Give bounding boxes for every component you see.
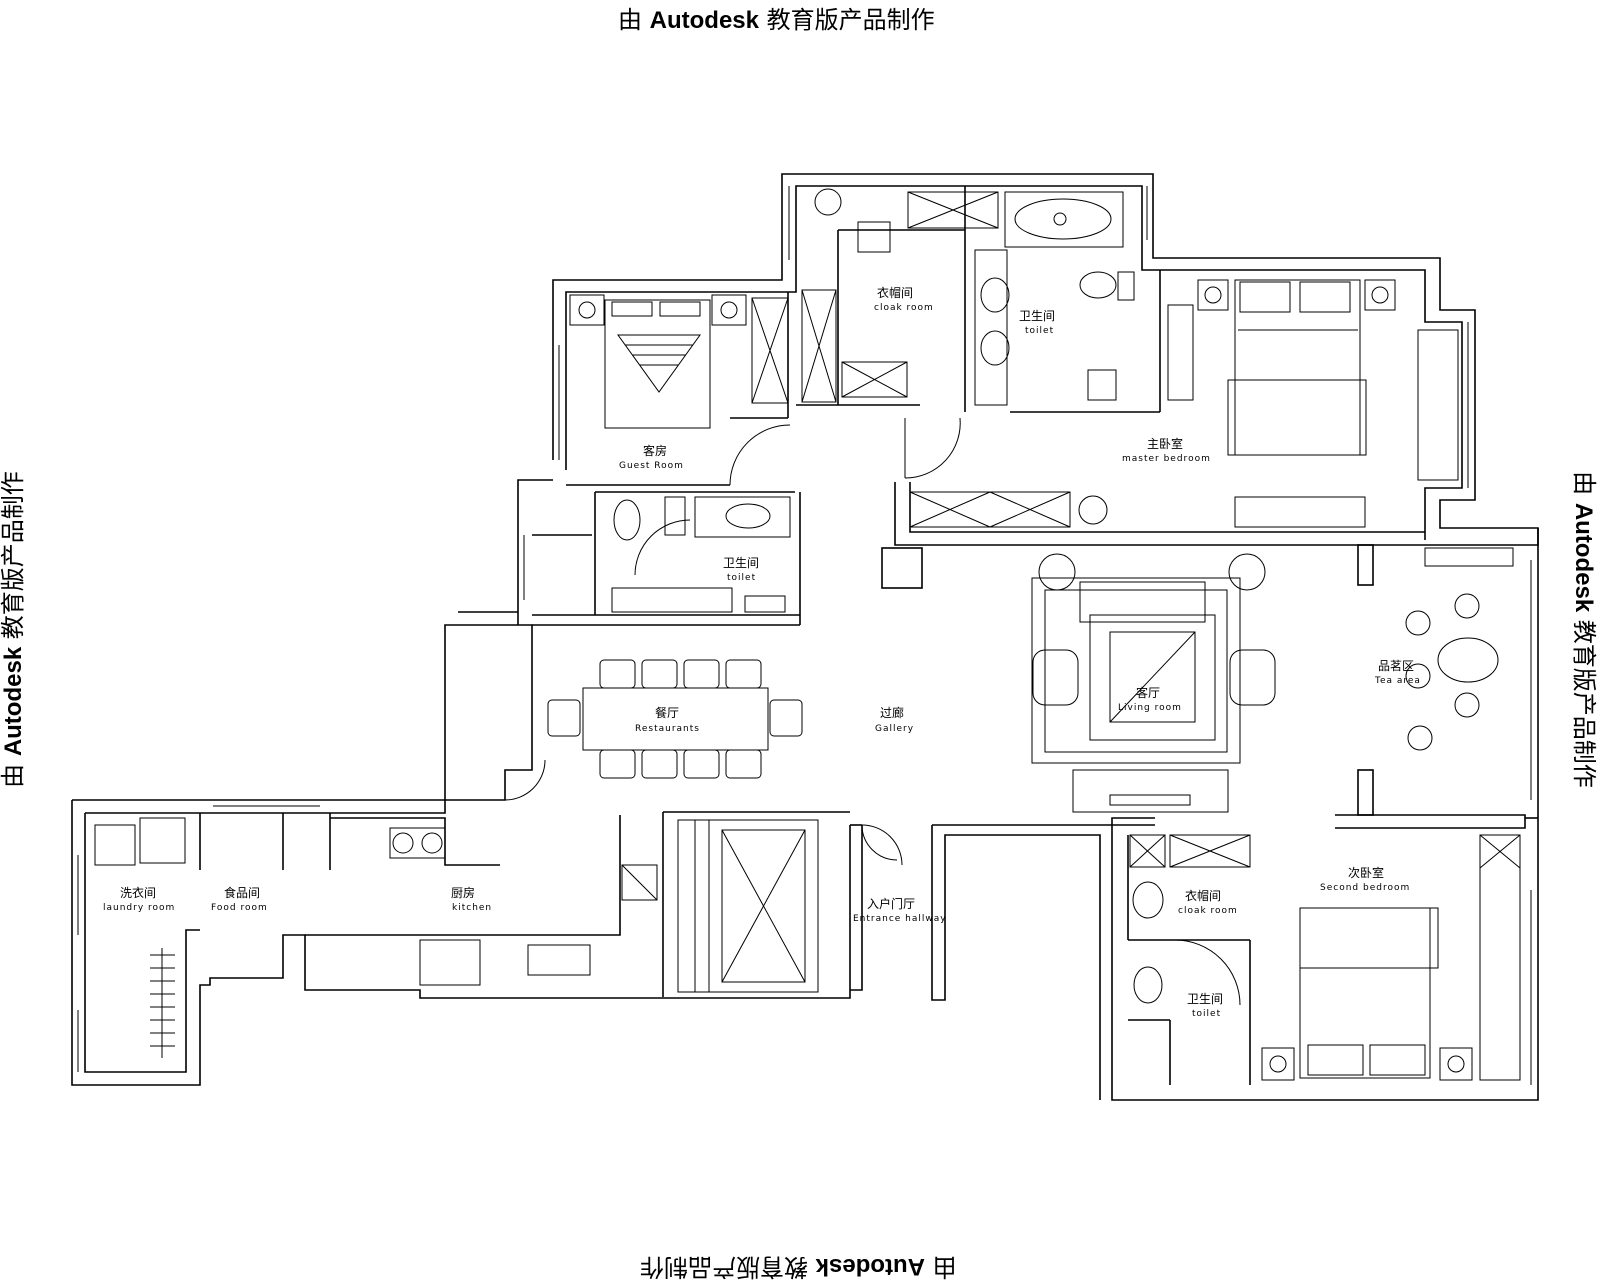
label-master-bedroom-en: master bedroom xyxy=(1122,454,1211,464)
label-food-room-zh: 食品间 xyxy=(224,885,260,900)
label-entrance-zh: 入户门厅 xyxy=(867,896,915,911)
label-living-room-en: Living room xyxy=(1118,703,1182,713)
outer-walls xyxy=(71,173,1539,1101)
label-kitchen-en: kitchen xyxy=(452,903,492,913)
label-cloakroom-master-en: cloak room xyxy=(874,303,934,313)
label-tea-area-zh: 品茗区 xyxy=(1378,659,1414,673)
label-cloakroom-second-en: cloak room xyxy=(1178,906,1238,916)
label-cloakroom-master-zh: 衣帽间 xyxy=(877,285,913,300)
watermark-top: 由 Autodesk 教育版产品制作 xyxy=(618,0,935,35)
label-cloakroom-second-zh: 衣帽间 xyxy=(1185,888,1221,903)
label-tea-area-en: Tea area xyxy=(1374,676,1421,686)
label-food-room-en: Food room xyxy=(211,903,268,913)
label-second-bedroom-zh: 次卧室 xyxy=(1348,865,1384,880)
label-toilet-master-zh: 卫生间 xyxy=(1019,309,1055,323)
windows xyxy=(77,186,1532,1085)
label-laundry-en: laundry room xyxy=(103,903,175,913)
label-toilet-second-zh: 卫生间 xyxy=(1187,992,1223,1006)
label-gallery-en: Gallery xyxy=(875,724,914,734)
interior-walls xyxy=(199,186,1539,1085)
watermark-brand: Autodesk xyxy=(649,7,759,34)
label-dining-zh: 餐厅 xyxy=(655,705,679,720)
label-entrance-en: Entrance hallway xyxy=(853,914,947,924)
label-guest-room-en: Guest Room xyxy=(619,461,684,471)
label-toilet-second-en: toilet xyxy=(1192,1009,1221,1019)
doors xyxy=(504,417,1241,1006)
label-living-room-zh: 客厅 xyxy=(1136,685,1160,700)
label-dining-en: Restaurants xyxy=(635,724,700,734)
label-laundry-zh: 洗衣间 xyxy=(120,885,156,900)
label-toilet-guest-en: toilet xyxy=(727,573,756,583)
label-master-bedroom-zh: 主卧室 xyxy=(1147,436,1183,451)
watermark-suffix: 教育版产品制作 xyxy=(759,6,935,34)
label-gallery-zh: 过廊 xyxy=(880,705,904,720)
room-labels: 衣帽间 cloak room 卫生间 toilet 客房 Guest Room … xyxy=(103,285,1421,1019)
label-guest-room-zh: 客房 xyxy=(643,443,667,458)
watermark-prefix: 由 xyxy=(618,6,650,34)
label-second-bedroom-en: Second bedroom xyxy=(1320,883,1410,893)
label-toilet-guest-zh: 卫生间 xyxy=(723,556,759,570)
label-toilet-master-en: toilet xyxy=(1025,326,1054,336)
label-kitchen-zh: 厨房 xyxy=(451,885,475,900)
furniture xyxy=(94,188,1521,1081)
